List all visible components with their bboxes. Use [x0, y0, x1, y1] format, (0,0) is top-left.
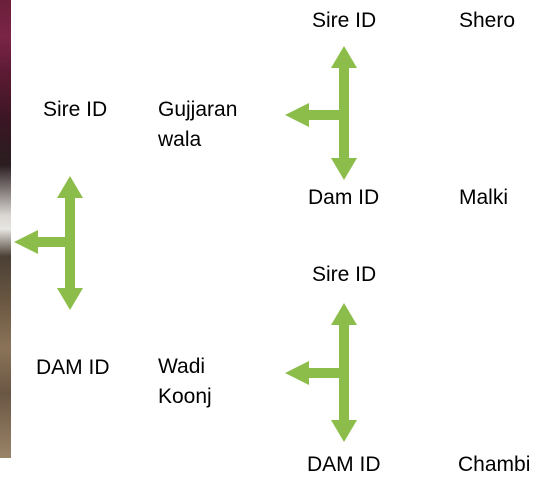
sire-branch-dam-label: Dam ID — [308, 186, 380, 209]
dam-branch-dam-label: DAM ID — [307, 453, 381, 476]
root-sire-name-line2: wala — [158, 128, 202, 151]
dam-branch-sire-label: Sire ID — [312, 263, 377, 286]
sire-branch-dam-name: Malki — [459, 186, 509, 209]
root-sire-label: Sire ID — [43, 98, 108, 121]
root-arrow — [14, 176, 83, 310]
root-dam-name-line1: Wadi — [158, 355, 206, 378]
root-dam-name: Wadi Koonj — [158, 352, 278, 412]
root-sire-name-line1: Gujjaran — [158, 98, 238, 121]
root-dam-name-line2: Koonj — [158, 385, 212, 408]
sire-branch-arrow — [285, 46, 357, 180]
root-dam-label: DAM ID — [36, 356, 110, 379]
sire-branch-sire-name: Shero — [459, 9, 516, 32]
dam-branch-dam-name: Chambi — [458, 453, 531, 476]
background-photo-edge — [0, 0, 11, 458]
root-sire-name: Gujjaran wala — [158, 95, 278, 155]
sire-branch-sire-label: Sire ID — [312, 9, 377, 32]
dam-branch-arrow — [285, 303, 357, 442]
